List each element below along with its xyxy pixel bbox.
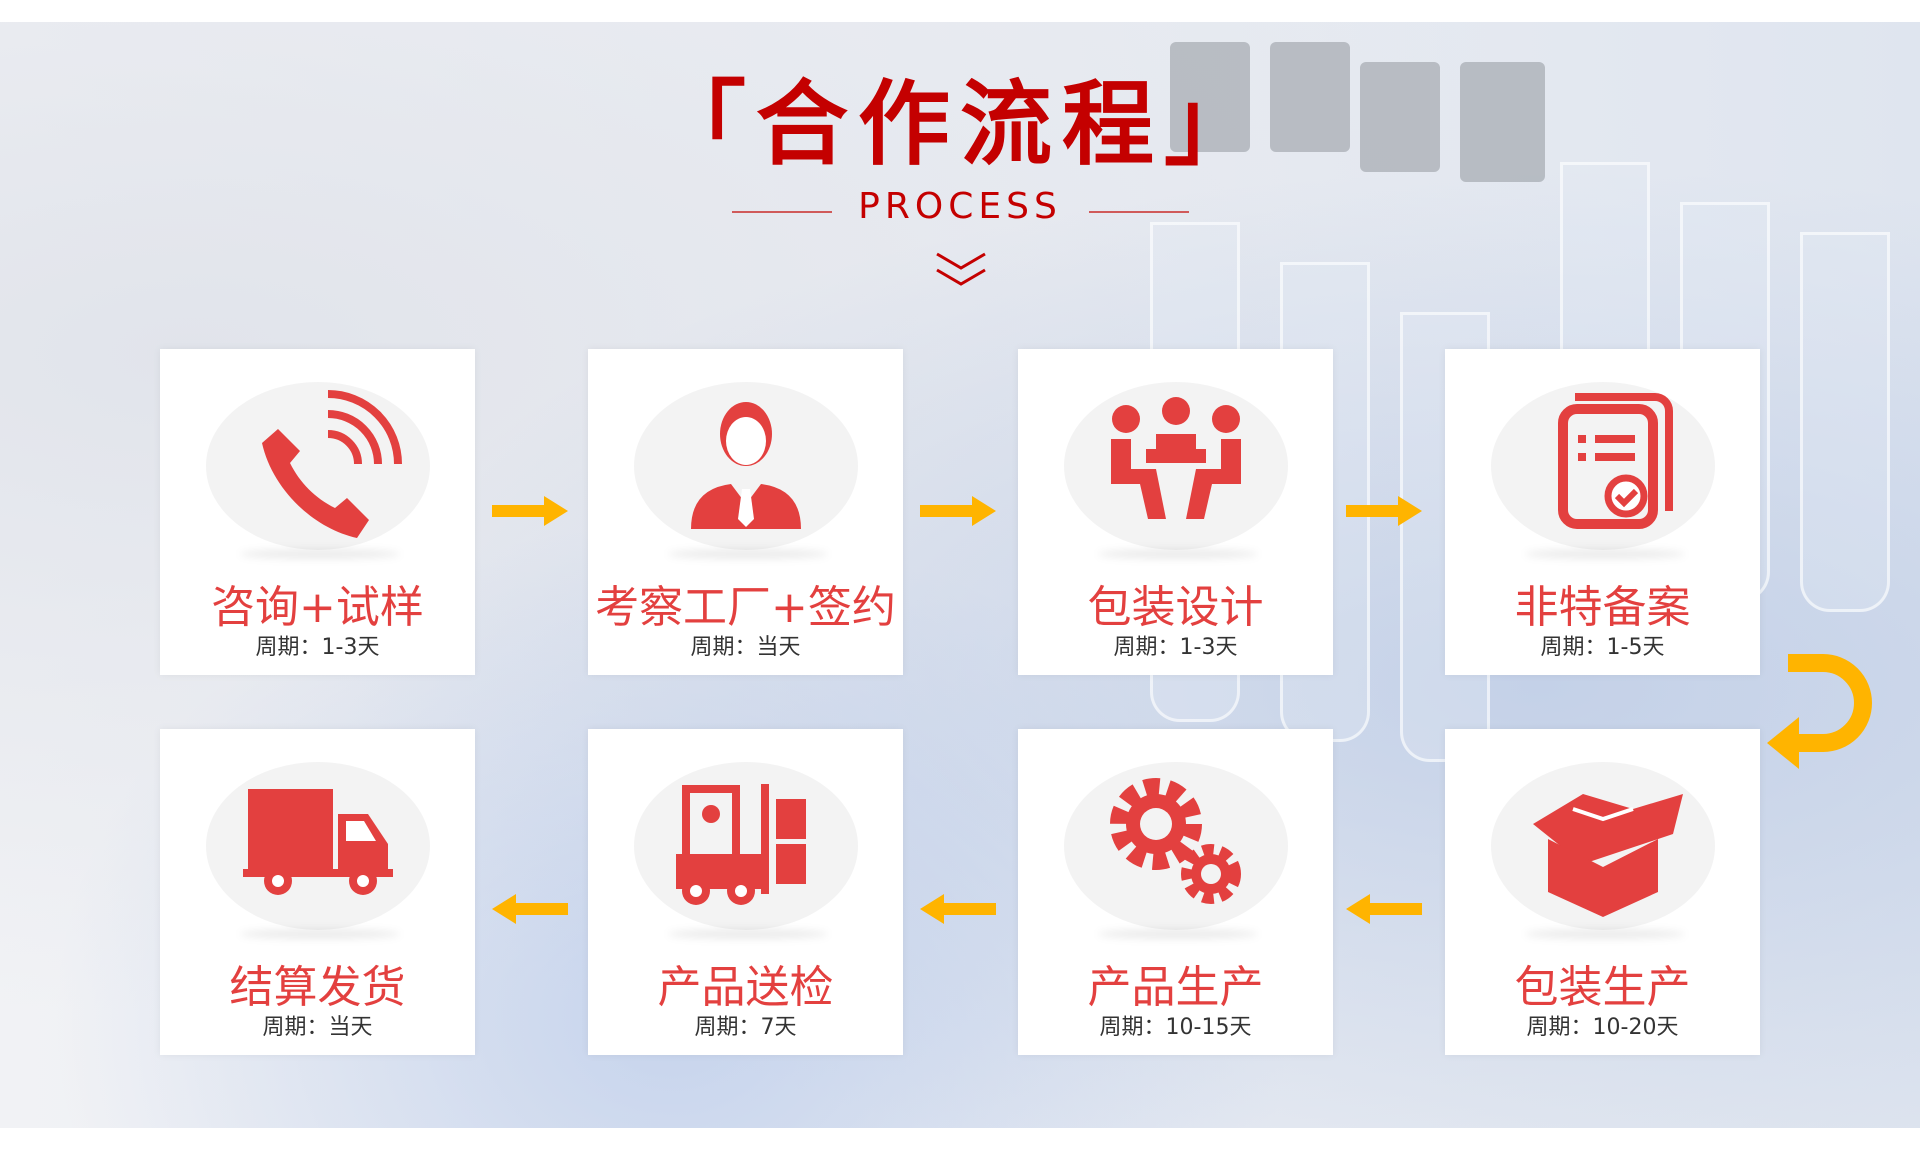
- page-subtitle: PROCESS: [858, 186, 1062, 227]
- icon-shadow: [1098, 929, 1258, 939]
- divider-left: [732, 211, 832, 213]
- step-card: 考察工厂+签约 周期：当天: [588, 349, 903, 675]
- icon-shadow: [240, 549, 400, 559]
- meeting-icon: [1111, 397, 1241, 519]
- step-period: 周期：10-20天: [1526, 1015, 1679, 1040]
- step-period: 周期：10-15天: [1099, 1015, 1252, 1040]
- step-card: 咨询+试样 周期：1-3天: [160, 349, 475, 675]
- step-name: 考察工厂+签约: [595, 582, 896, 633]
- box-icon: [1533, 794, 1683, 917]
- step-period: 周期：当天: [690, 635, 801, 660]
- document-check-icon: [1558, 393, 1673, 529]
- arrow-right-icon: [1346, 496, 1422, 526]
- step-name: 包装生产: [1514, 962, 1691, 1013]
- icon-shadow: [668, 549, 828, 559]
- truck-icon: [243, 789, 393, 895]
- step-name: 咨询+试样: [211, 582, 424, 633]
- step-card: 包装设计 周期：1-3天: [1018, 349, 1333, 675]
- step-period: 周期：7天: [694, 1015, 797, 1040]
- step-period: 周期：1-5天: [1540, 635, 1665, 660]
- page-title: 「合作流程」: [653, 71, 1266, 178]
- step-name: 结算发货: [229, 962, 406, 1013]
- divider-right: [1089, 211, 1189, 213]
- step-period: 周期：1-3天: [255, 635, 380, 660]
- step-card: 产品生产 周期：10-15天: [1018, 729, 1333, 1055]
- arrow-right-icon: [492, 496, 568, 526]
- chevron-down-icon: [936, 252, 986, 286]
- arrow-left-icon: [920, 894, 996, 924]
- arrow-left-icon: [492, 894, 568, 924]
- arrow-left-icon: [1346, 894, 1422, 924]
- icon-shadow: [1525, 549, 1685, 559]
- icon-shadow: [668, 929, 828, 939]
- forklift-icon: [676, 784, 806, 905]
- businessman-icon: [691, 402, 801, 529]
- icon-shadow: [1525, 929, 1685, 939]
- step-card: 结算发货 周期：当天: [160, 729, 475, 1055]
- icon-shadow: [240, 929, 400, 939]
- step-card: 产品送检 周期：7天: [588, 729, 903, 1055]
- step-card: 非特备案 周期：1-5天: [1445, 349, 1760, 675]
- step-card: 包装生产 周期：10-20天: [1445, 729, 1760, 1055]
- step-name: 产品送检: [657, 962, 834, 1013]
- gears-icon: [1110, 778, 1241, 904]
- step-period: 周期：当天: [262, 1015, 373, 1040]
- phone-icon: [262, 390, 402, 538]
- arrow-right-icon: [920, 496, 996, 526]
- step-name: 产品生产: [1087, 962, 1264, 1013]
- icon-shadow: [1098, 549, 1258, 559]
- step-period: 周期：1-3天: [1113, 635, 1238, 660]
- loop-arrow-icon: [1767, 654, 1872, 769]
- step-name: 非特备案: [1514, 582, 1691, 633]
- icon-backdrop: [206, 382, 430, 550]
- step-name: 包装设计: [1087, 582, 1264, 633]
